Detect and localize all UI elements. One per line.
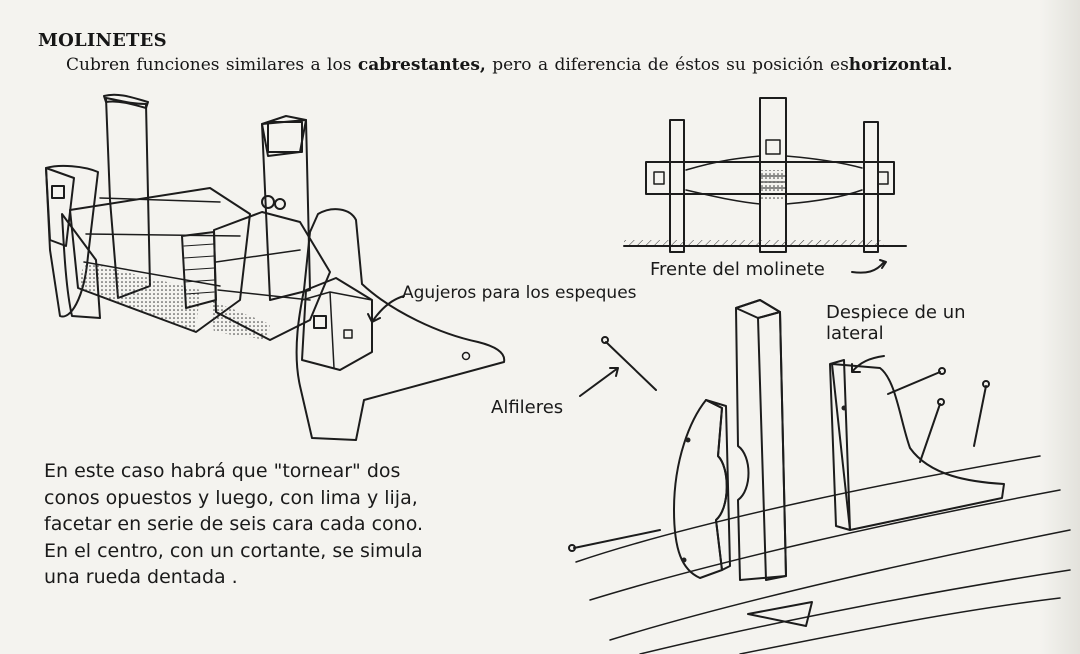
intro-middle: pero a diferencia de éstos su posición e… [485, 55, 849, 75]
paragraph-line: facetar en serie de seis cara cada cono. [44, 513, 424, 535]
windlass-perspective-drawing [45, 93, 506, 441]
label-front-view: Frente del molinete [650, 259, 825, 280]
section-title: MOLINETES [38, 30, 167, 51]
label-despiece: Despiece de un lateral [826, 302, 966, 344]
paragraph-line: conos opuestos y luego, con lima y lija, [44, 486, 418, 509]
holes-arrow [367, 295, 405, 323]
intro-bold-cabrestantes: cabrestantes, [357, 55, 486, 75]
exploded-side-view [568, 299, 1071, 654]
paragraph-line: En el centro, con un cortante, se simula [44, 539, 423, 562]
intro-before: Cubren funciones similares a los [66, 55, 358, 75]
paragraph-line: una rueda dentada . [44, 566, 238, 588]
label-despiece-line1: Despiece de un [826, 302, 966, 323]
instruction-paragraph: En este caso habrá que "tornear" dos con… [44, 458, 564, 591]
label-holes: Agujeros para los espeques [402, 283, 637, 303]
windlass-front-view [623, 97, 907, 274]
label-pins: Alfileres [491, 397, 564, 418]
page-edge-shadow [1040, 0, 1080, 654]
intro-text: Cubren funciones similares a los cabrest… [66, 55, 953, 75]
paragraph-line: En este caso habrá que "tornear" dos [44, 460, 401, 482]
intro-bold-horizontal: horizontal. [848, 55, 953, 75]
label-despiece-line2: lateral [826, 323, 884, 344]
